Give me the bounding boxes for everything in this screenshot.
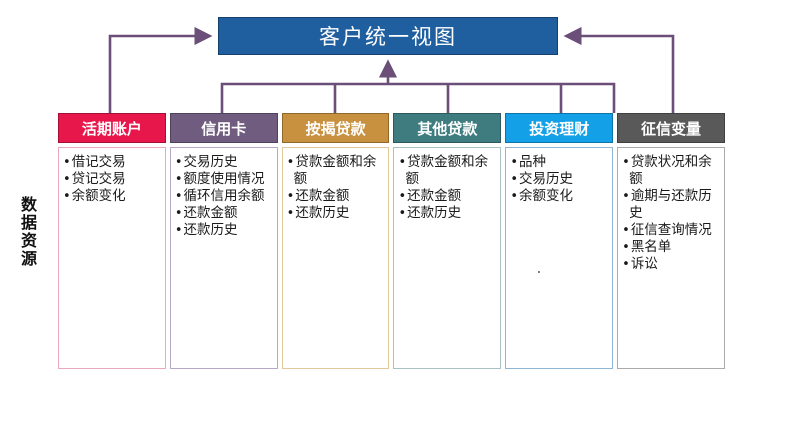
list-item: 贷款金额和余额 — [398, 154, 497, 188]
column-credit-bureau-variables: 征信变量 贷款状况和余额 逾期与还款历史 征信查询情况 黑名单 诉讼 — [617, 113, 725, 369]
stray-dot — [538, 271, 540, 273]
list-item: 还款历史 — [287, 205, 386, 222]
item-list: 交易历史 额度使用情况 循环信用余额 还款金额 还款历史 — [175, 154, 274, 239]
column-body-current-account: 借记交易 贷记交易 余额变化 — [58, 147, 166, 369]
column-header-label: 信用卡 — [201, 119, 247, 138]
list-item: 还款金额 — [287, 188, 386, 205]
side-label-char-3: 资 — [20, 231, 37, 250]
column-header-current-account[interactable]: 活期账户 — [58, 113, 166, 143]
list-item: 黑名单 — [622, 239, 721, 256]
column-investment: 投资理财 品种 交易历史 余额变化 — [505, 113, 614, 369]
item-list: 贷款金额和余额 还款金额 还款历史 — [287, 154, 386, 222]
list-item: 还款历史 — [175, 222, 274, 239]
column-other-loans: 其他贷款 贷款金额和余额 还款金额 还款历史 — [393, 113, 502, 369]
column-header-credit-card[interactable]: 信用卡 — [169, 113, 278, 143]
list-item: 还款金额 — [398, 188, 497, 205]
column-mortgage-loan: 按揭贷款 贷款金额和余额 还款金额 还款历史 — [281, 113, 390, 369]
list-item: 还款金额 — [175, 205, 274, 222]
column-header-label: 投资理财 — [529, 119, 590, 138]
list-item: 还款历史 — [398, 205, 497, 222]
column-header-label: 按揭贷款 — [305, 119, 366, 138]
column-header-investment[interactable]: 投资理财 — [505, 113, 614, 143]
list-item: 逾期与还款历史 — [622, 188, 721, 222]
column-header-label: 活期账户 — [81, 119, 142, 138]
item-list: 借记交易 贷记交易 余额变化 — [63, 154, 162, 205]
list-item: 贷款状况和余额 — [622, 154, 721, 188]
column-current-account: 活期账户 借记交易 贷记交易 余额变化 — [58, 113, 166, 369]
list-item: 诉讼 — [622, 256, 721, 273]
column-body-credit-card: 交易历史 额度使用情况 循环信用余额 还款金额 还款历史 — [169, 147, 278, 369]
side-label-data-resources: 数 据 资 源 — [14, 196, 44, 268]
list-item: 贷款金额和余额 — [287, 154, 386, 188]
column-body-other-loans: 贷款金额和余额 还款金额 还款历史 — [393, 147, 502, 369]
list-item: 余额变化 — [510, 188, 609, 205]
list-item: 交易历史 — [510, 171, 609, 188]
column-credit-card: 信用卡 交易历史 额度使用情况 循环信用余额 还款金额 还款历史 — [169, 113, 278, 369]
column-body-credit-bureau-variables: 贷款状况和余额 逾期与还款历史 征信查询情况 黑名单 诉讼 — [617, 147, 725, 369]
column-header-label: 其他贷款 — [417, 119, 478, 138]
column-header-mortgage-loan[interactable]: 按揭贷款 — [281, 113, 390, 143]
column-header-credit-bureau-variables[interactable]: 征信变量 — [617, 113, 725, 143]
list-item: 额度使用情况 — [175, 171, 274, 188]
list-item: 品种 — [510, 154, 609, 171]
list-item: 借记交易 — [63, 154, 162, 171]
item-list: 贷款状况和余额 逾期与还款历史 征信查询情况 黑名单 诉讼 — [622, 154, 721, 273]
side-label-char-1: 数 — [20, 195, 37, 214]
side-label-char-2: 据 — [20, 213, 37, 232]
column-header-label: 征信变量 — [641, 119, 702, 138]
item-list: 品种 交易历史 余额变化 — [510, 154, 609, 205]
side-label-char-4: 源 — [20, 249, 37, 268]
page-title: 客户统一视图 — [319, 25, 457, 49]
list-item: 贷记交易 — [63, 171, 162, 188]
title-box: 客户统一视图 — [218, 17, 558, 55]
column-body-mortgage-loan: 贷款金额和余额 还款金额 还款历史 — [281, 147, 390, 369]
column-body-investment: 品种 交易历史 余额变化 — [505, 147, 614, 369]
column-header-other-loans[interactable]: 其他贷款 — [393, 113, 502, 143]
list-item: 征信查询情况 — [622, 222, 721, 239]
category-columns: 活期账户 借记交易 贷记交易 余额变化 信用卡 交易历史 额度使用情况 循环信用… — [58, 113, 725, 369]
list-item: 余额变化 — [63, 188, 162, 205]
list-item: 交易历史 — [175, 154, 274, 171]
item-list: 贷款金额和余额 还款金额 还款历史 — [398, 154, 497, 222]
list-item: 循环信用余额 — [175, 188, 274, 205]
